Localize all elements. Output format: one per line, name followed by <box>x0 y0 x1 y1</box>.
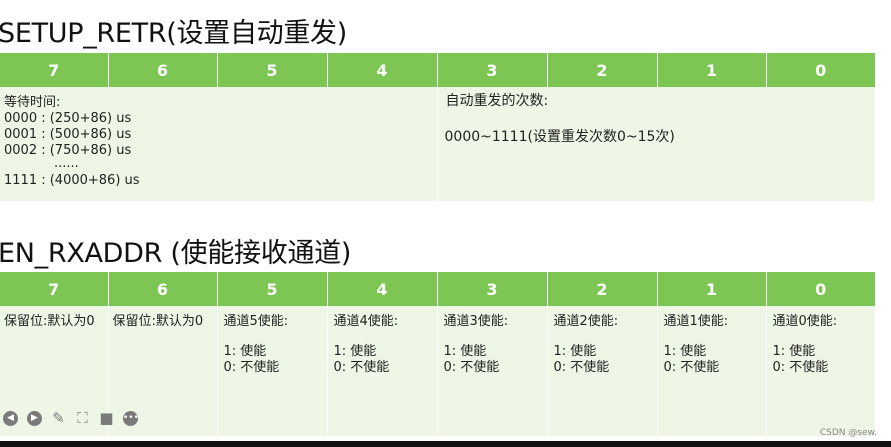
wait-time-line: 0002 : (750+86) us <box>4 143 132 158</box>
bit-5-header: 5 <box>217 53 328 87</box>
focus-icon[interactable]: ⛶ <box>77 409 88 427</box>
bit-1-header: 1 <box>657 272 767 306</box>
bit-7-header: 7 <box>0 272 109 306</box>
reserved-bit-7-cell: 保留位:默认为0 <box>0 306 109 436</box>
channel-enable-line: 1: 使能 <box>333 344 377 359</box>
channel-title: 通道4使能: <box>333 314 399 329</box>
channel-enable-line: 1: 使能 <box>443 344 487 359</box>
bit-description-row: 保留位:默认为0 保留位:默认为0 通道5使能: 1: 使能 0: 不使能 通道… <box>0 306 875 436</box>
channel-title: 通道2使能: <box>553 314 619 329</box>
bit-4-header: 4 <box>327 53 438 87</box>
en-rxaddr-table: 7 6 5 4 3 2 1 0 保留位:默认为0 保留位:默认为0 通道5使能:… <box>0 272 875 436</box>
bit-3-header: 3 <box>437 53 548 87</box>
channel-disable-line: 0: 不使能 <box>663 360 720 375</box>
channel-title: 通道0使能: <box>772 314 838 329</box>
retry-count-range: 0000~1111(设置重发次数0~15次) <box>444 129 675 145</box>
bit-4-header: 4 <box>327 272 438 306</box>
retry-count-cell: 自动重发的次数: 0000~1111(设置重发次数0~15次) <box>437 87 875 201</box>
bit-2-header: 2 <box>547 272 658 306</box>
channel-5-cell: 通道5使能: 1: 使能 0: 不使能 <box>217 306 328 436</box>
channel-4-cell: 通道4使能: 1: 使能 0: 不使能 <box>327 306 438 436</box>
wait-time-line: 0000 : (250+86) us <box>4 111 132 126</box>
ellipsis: ...... <box>54 156 79 171</box>
bit-0-header: 0 <box>766 272 875 306</box>
reserved-text: 保留位:默认为0 <box>112 314 204 329</box>
channel-2-cell: 通道2使能: 1: 使能 0: 不使能 <box>547 306 658 436</box>
channel-enable-line: 1: 使能 <box>663 344 707 359</box>
setup-retr-table: 7 6 5 4 3 2 1 0 等待时间: 0000 : (250+86) us… <box>0 53 875 201</box>
wait-time-line: 0001 : (500+86) us <box>4 127 132 142</box>
wait-time-line-last: 1111 : (4000+86) us <box>4 173 140 188</box>
bit-header-row: 7 6 5 4 3 2 1 0 <box>0 272 875 306</box>
bit-6-header: 6 <box>108 272 218 306</box>
bit-description-row: 等待时间: 0000 : (250+86) us 0001 : (500+86)… <box>0 87 875 201</box>
channel-3-cell: 通道3使能: 1: 使能 0: 不使能 <box>437 306 548 436</box>
bit-1-header: 1 <box>657 53 767 87</box>
channel-enable-line: 1: 使能 <box>553 344 597 359</box>
pen-icon[interactable]: ✎ <box>52 409 65 427</box>
channel-title: 通道3使能: <box>443 314 509 329</box>
play-icon[interactable]: ▶ <box>27 411 42 426</box>
more-icon[interactable]: ••• <box>123 411 139 426</box>
camera-icon[interactable]: ■ <box>99 409 114 427</box>
bottom-bar <box>0 441 891 447</box>
retry-count-title: 自动重发的次数: <box>445 93 549 109</box>
channel-disable-line: 0: 不使能 <box>772 360 829 375</box>
channel-disable-line: 0: 不使能 <box>553 360 610 375</box>
bit-header-row: 7 6 5 4 3 2 1 0 <box>0 53 875 87</box>
channel-0-cell: 通道0使能: 1: 使能 0: 不使能 <box>766 306 875 436</box>
bit-2-header: 2 <box>547 53 658 87</box>
wait-time-cell: 等待时间: 0000 : (250+86) us 0001 : (500+86)… <box>0 87 438 201</box>
channel-disable-line: 0: 不使能 <box>333 360 390 375</box>
wait-time-title: 等待时间: <box>4 95 61 110</box>
register-title-setup-retr: SETUP_RETR(设置自动重发) <box>0 18 347 49</box>
bit-3-header: 3 <box>437 272 548 306</box>
bit-6-header: 6 <box>108 53 218 87</box>
reserved-text: 保留位:默认为0 <box>4 314 95 329</box>
channel-disable-line: 0: 不使能 <box>223 360 280 375</box>
bit-7-header: 7 <box>0 53 109 87</box>
prev-icon[interactable]: ◀ <box>3 411 18 426</box>
channel-enable-line: 1: 使能 <box>772 344 816 359</box>
channel-title: 通道1使能: <box>663 314 729 329</box>
channel-title: 通道5使能: <box>223 314 289 329</box>
register-title-en-rxaddr: EN_RXADDR (使能接收通道) <box>0 238 352 269</box>
bit-0-header: 0 <box>766 53 875 87</box>
channel-enable-line: 1: 使能 <box>223 344 267 359</box>
slide-toolbar: ◀ ▶ ✎ ⛶ ■ ••• <box>3 409 139 427</box>
csdn-watermark: CSDN @sew. <box>819 428 877 438</box>
bit-5-header: 5 <box>217 272 328 306</box>
channel-1-cell: 通道1使能: 1: 使能 0: 不使能 <box>657 306 767 436</box>
channel-disable-line: 0: 不使能 <box>443 360 500 375</box>
